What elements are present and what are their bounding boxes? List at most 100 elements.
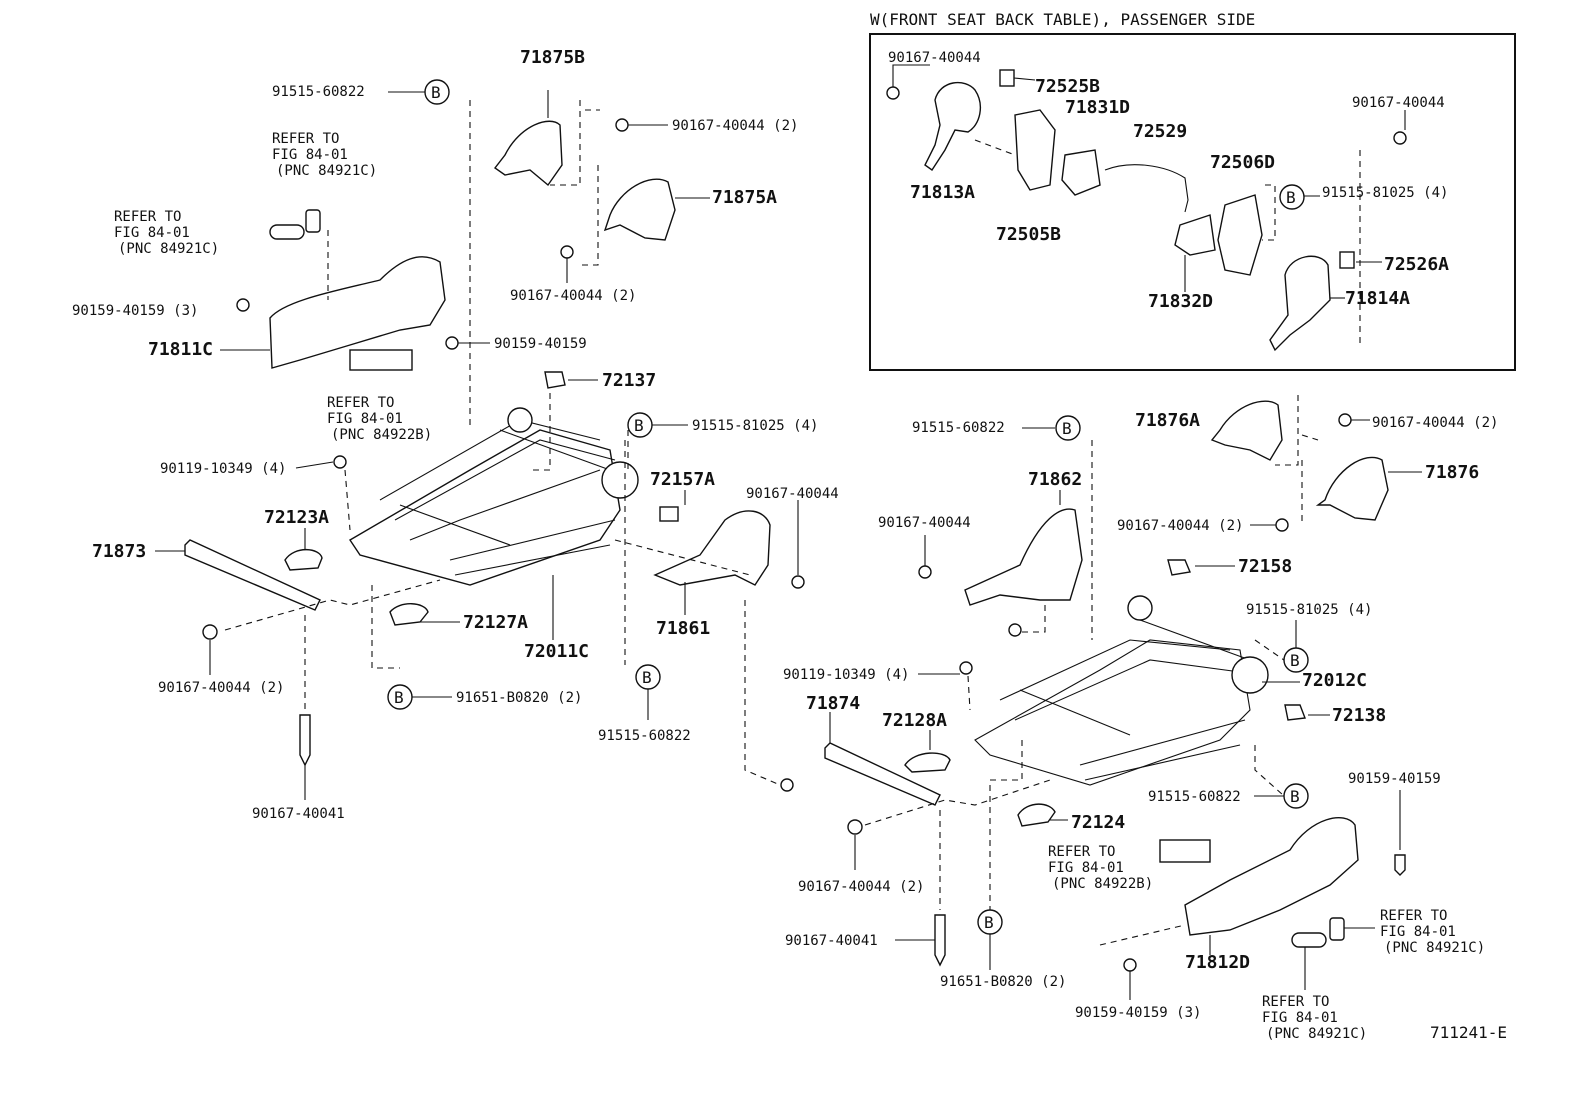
part-71813A bbox=[924, 81, 982, 171]
bolt-icon bbox=[445, 336, 459, 350]
label-72157A: 72157A bbox=[650, 469, 715, 490]
part-72525B bbox=[999, 69, 1015, 87]
frame-rail bbox=[1084, 744, 1241, 781]
label-91651-B0820-2: 91651-B0820 (2) bbox=[940, 974, 1066, 990]
part-71861 bbox=[653, 510, 771, 586]
dashed-guide bbox=[1099, 924, 1186, 946]
part-71875B bbox=[493, 120, 563, 187]
label-fig: FIG 84-01 bbox=[114, 225, 190, 241]
part-71832D bbox=[1174, 214, 1216, 256]
label-72506D: 72506D bbox=[1210, 152, 1275, 173]
part-pivot bbox=[1127, 595, 1153, 621]
label-90167-40044-2: 90167-40044 (2) bbox=[1117, 518, 1243, 534]
frame-rail bbox=[1079, 719, 1246, 766]
part-cap-84921C bbox=[1329, 917, 1345, 941]
torque-rod bbox=[399, 504, 511, 546]
label-72127A: 72127A bbox=[463, 612, 528, 633]
dashed-guide bbox=[224, 579, 441, 631]
part-71814A bbox=[1269, 255, 1331, 352]
label-71873: 71873 bbox=[92, 541, 146, 562]
label-refer-to: REFER TO bbox=[1048, 844, 1115, 860]
ref-circle-b-letter: B bbox=[1290, 651, 1300, 670]
label-90167-40041: 90167-40041 bbox=[252, 806, 345, 822]
part-71812D bbox=[1184, 817, 1359, 936]
label-72138: 72138 bbox=[1332, 705, 1386, 726]
dashed-guide bbox=[371, 585, 400, 669]
ref-circle-b-letter: B bbox=[394, 688, 404, 707]
label-91515-60822: 91515-60822 bbox=[1148, 789, 1241, 805]
part-72124 bbox=[1017, 803, 1056, 827]
frame-rail bbox=[454, 544, 611, 576]
dashed-guide bbox=[1301, 434, 1319, 441]
part-72127A bbox=[389, 603, 429, 626]
label-fig: FIG 84-01 bbox=[1048, 860, 1124, 876]
label-72128A: 72128A bbox=[882, 710, 947, 731]
part-72158 bbox=[1167, 559, 1191, 576]
label-90167-40044: 90167-40044 bbox=[746, 486, 839, 502]
label-fig: FIG 84-01 bbox=[1380, 924, 1456, 940]
label-72012C: 72012C bbox=[1302, 670, 1367, 691]
label-71875B: 71875B bbox=[520, 47, 585, 68]
part-72128A bbox=[904, 752, 951, 773]
label-72123A: 72123A bbox=[264, 507, 329, 528]
label-71832D: 71832D bbox=[1148, 291, 1213, 312]
label-91515-60822: 91515-60822 bbox=[912, 420, 1005, 436]
label-72505B: 72505B bbox=[996, 224, 1061, 245]
label-91515-81025-4: 91515-81025 (4) bbox=[1246, 602, 1372, 618]
dashed-guide bbox=[974, 139, 1016, 156]
inset-title: W(FRONT SEAT BACK TABLE), PASSENGER SIDE bbox=[870, 10, 1255, 29]
label-90167-40044: 90167-40044 bbox=[878, 515, 971, 531]
ref-circle-b bbox=[1279, 184, 1305, 210]
label-90167-40044: 90167-40044 bbox=[888, 50, 981, 66]
part-71876 bbox=[1315, 456, 1389, 521]
part-71862 bbox=[964, 508, 1083, 606]
torque-rod bbox=[1019, 689, 1131, 736]
label-refer-to: REFER TO bbox=[1380, 908, 1447, 924]
label-pnc: (PNC 84921C) bbox=[118, 241, 219, 257]
frame-rail bbox=[394, 439, 616, 521]
part-switch-84922B bbox=[349, 349, 413, 371]
label-fig: FIG 84-01 bbox=[272, 147, 348, 163]
part-72529 bbox=[1104, 164, 1189, 213]
label-90159-40159-3: 90159-40159 (3) bbox=[1075, 1005, 1201, 1021]
bolt-icon bbox=[1393, 131, 1407, 145]
frame-rail bbox=[409, 469, 601, 541]
frame-rail bbox=[999, 639, 1231, 701]
label-71876: 71876 bbox=[1425, 462, 1479, 483]
ref-circle-b-letter: B bbox=[1290, 787, 1300, 806]
bolt-icon bbox=[780, 778, 794, 792]
dashed-guide bbox=[1262, 184, 1276, 241]
label-90159-40159: 90159-40159 bbox=[1348, 771, 1441, 787]
part-gear bbox=[1231, 656, 1269, 694]
label-refer-to: REFER TO bbox=[272, 131, 339, 147]
part-71874 bbox=[824, 742, 941, 806]
bolt-icon bbox=[202, 624, 218, 640]
label-71831D: 71831D bbox=[1065, 97, 1130, 118]
label-90167-40044-b: 90167-40044 bbox=[1352, 95, 1445, 111]
inset-panel: W(FRONT SEAT BACK TABLE), PASSENGER SIDE bbox=[869, 10, 1516, 371]
label-90167-40044-2: 90167-40044 (2) bbox=[672, 118, 798, 134]
label-71814A: 71814A bbox=[1345, 288, 1410, 309]
label-72011C: 72011C bbox=[524, 641, 589, 662]
dashed-guide bbox=[530, 393, 551, 471]
leader-line bbox=[892, 64, 930, 87]
ref-circle-b-letter: B bbox=[984, 913, 994, 932]
dashed-guide bbox=[1254, 745, 1284, 796]
label-90167-40044-2: 90167-40044 (2) bbox=[1372, 415, 1498, 431]
frame-rail bbox=[449, 519, 616, 561]
part-72505B bbox=[1014, 109, 1056, 191]
bolt-icon bbox=[791, 575, 805, 589]
label-90167-40044-2: 90167-40044 (2) bbox=[510, 288, 636, 304]
dashed-guide bbox=[1022, 600, 1046, 633]
label-fig: FIG 84-01 bbox=[327, 411, 403, 427]
dashed-guide bbox=[614, 539, 751, 576]
part-knob-84921C bbox=[269, 224, 305, 240]
label-91515-60822: 91515-60822 bbox=[272, 84, 365, 100]
leader-line bbox=[295, 461, 334, 469]
part-knob-84921C bbox=[1291, 932, 1327, 948]
frame-rail bbox=[1014, 659, 1241, 721]
ref-circle-b bbox=[1055, 415, 1081, 441]
bolt-icon bbox=[299, 714, 311, 767]
figure-id: 711241-E bbox=[1430, 1023, 1507, 1042]
